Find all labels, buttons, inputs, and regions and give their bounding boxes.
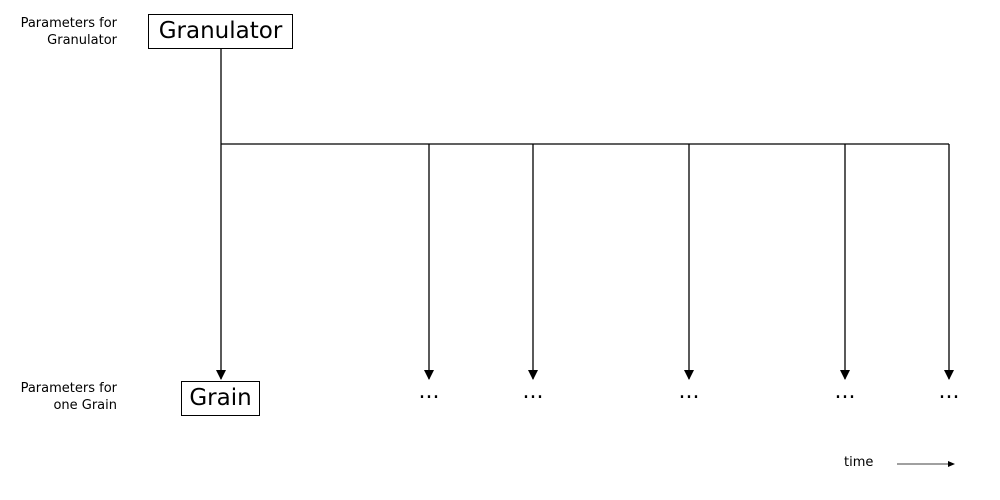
ellipsis-5: ... — [938, 379, 960, 404]
ellipsis-2: ... — [522, 379, 544, 404]
ellipsis-4: ... — [834, 379, 856, 404]
granulator-params-line1: Parameters for — [20, 16, 117, 31]
grain-params-label: Parameters for one Grain — [0, 380, 117, 414]
time-label: time — [844, 455, 874, 470]
granulator-params-label: Parameters for Granulator — [0, 15, 117, 49]
ellipsis-1: ... — [418, 379, 440, 404]
grain-params-line2: one Grain — [53, 398, 117, 413]
granulator-params-line2: Granulator — [47, 33, 117, 48]
granulator-box: Granulator — [148, 14, 293, 49]
grain-params-line1: Parameters for — [20, 381, 117, 396]
grain-box: Grain — [181, 381, 260, 416]
ellipsis-3: ... — [678, 379, 700, 404]
